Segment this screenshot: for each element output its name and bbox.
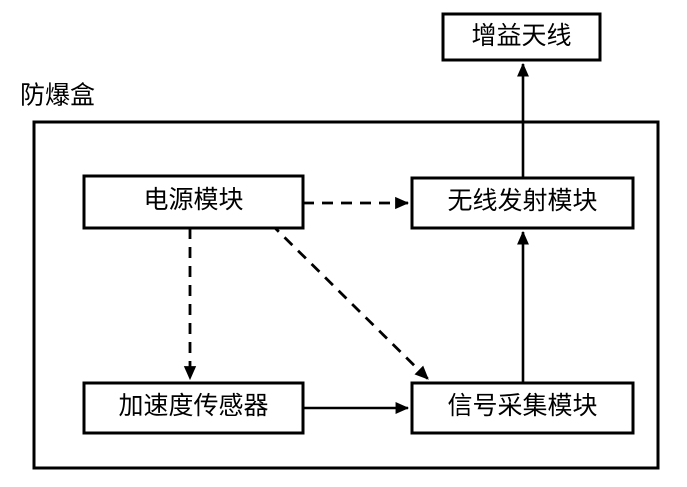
node-antenna-box[interactable]: [441, 12, 602, 62]
node-wireless-transmit-module-box[interactable]: [410, 176, 635, 230]
explosion-proof-box-enclosure: [32, 120, 660, 470]
node-antenna[interactable]: 增益天线: [441, 12, 602, 62]
node-power-module[interactable]: 电源模块: [82, 174, 305, 230]
connector-power-to-signal: [270, 223, 429, 380]
node-power-module-box[interactable]: [82, 174, 305, 230]
node-power-module-label: 电源模块: [143, 186, 243, 214]
node-wireless-transmit-module[interactable]: 无线发射模块: [410, 176, 635, 230]
node-acceleration-sensor-box[interactable]: [82, 381, 305, 435]
node-signal-acquisition-module-box[interactable]: [410, 381, 635, 435]
explosion-proof-box-label: 防爆盒: [20, 82, 95, 110]
node-signal-acquisition-module[interactable]: 信号采集模块: [410, 381, 635, 435]
node-antenna-label: 增益天线: [471, 22, 571, 50]
node-acceleration-sensor-label: 加速度传感器: [118, 392, 268, 420]
node-signal-acquisition-module-label: 信号采集模块: [447, 392, 597, 420]
node-acceleration-sensor[interactable]: 加速度传感器: [82, 381, 305, 435]
node-wireless-transmit-module-label: 无线发射模块: [447, 187, 597, 215]
